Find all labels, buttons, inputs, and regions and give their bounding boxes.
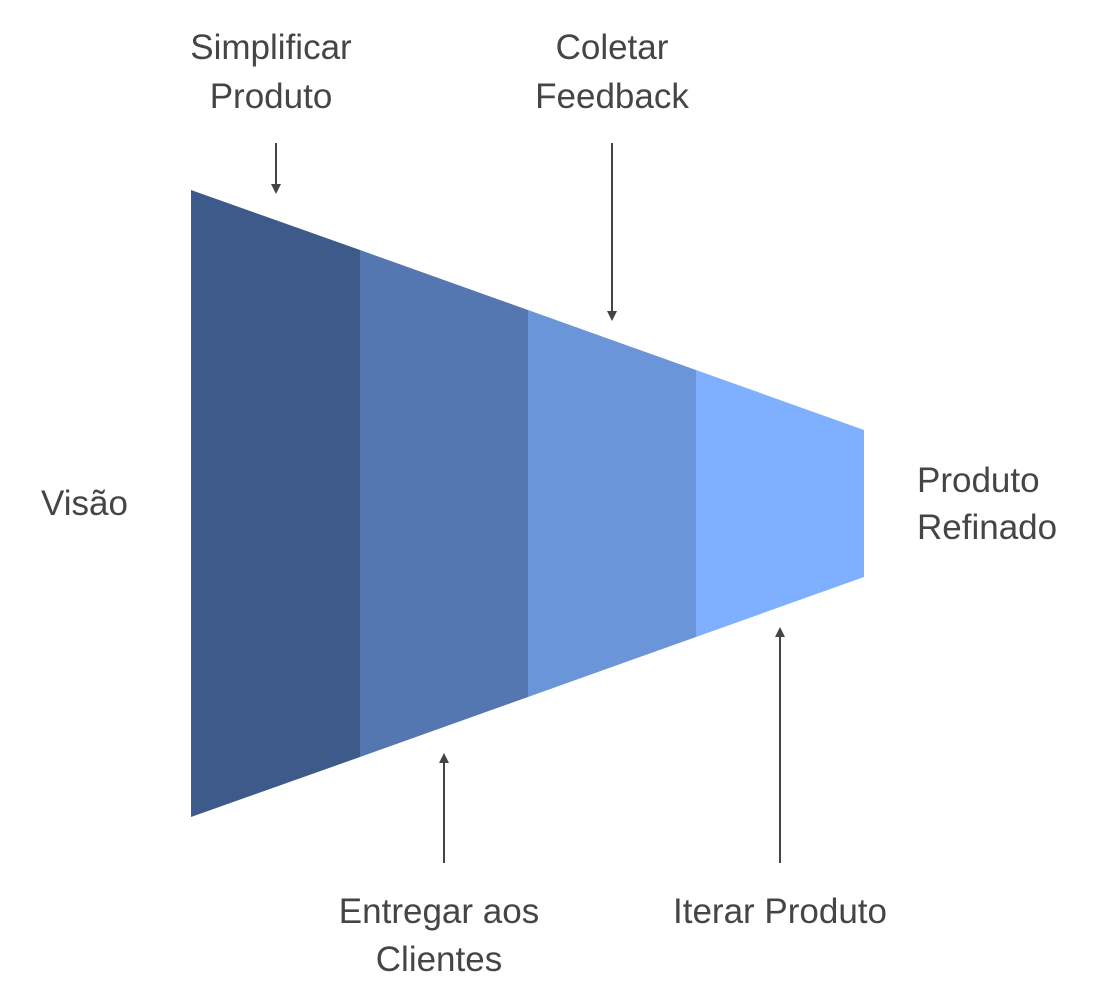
label-entregar-line1: Entregar aos [339, 892, 539, 931]
label-coletar-line1: Coletar [556, 28, 669, 67]
funnel-segment-iterar [696, 370, 864, 637]
label-produto-refinado-line2: Refinado [917, 508, 1057, 547]
funnel-segment-entregar [360, 250, 528, 757]
label-iterar: Iterar Produto [673, 892, 887, 931]
label-entregar-line2: Clientes [376, 940, 502, 979]
funnel-segment-coletar [528, 310, 696, 697]
label-simplificar-line2: Produto [210, 77, 333, 116]
funnel-segment-simplificar [191, 190, 360, 817]
label-produto-refinado-line1: Produto [917, 461, 1040, 500]
label-visao: Visão [41, 484, 128, 523]
label-simplificar-line1: Simplificar [190, 28, 352, 67]
label-coletar-line2: Feedback [535, 77, 689, 116]
